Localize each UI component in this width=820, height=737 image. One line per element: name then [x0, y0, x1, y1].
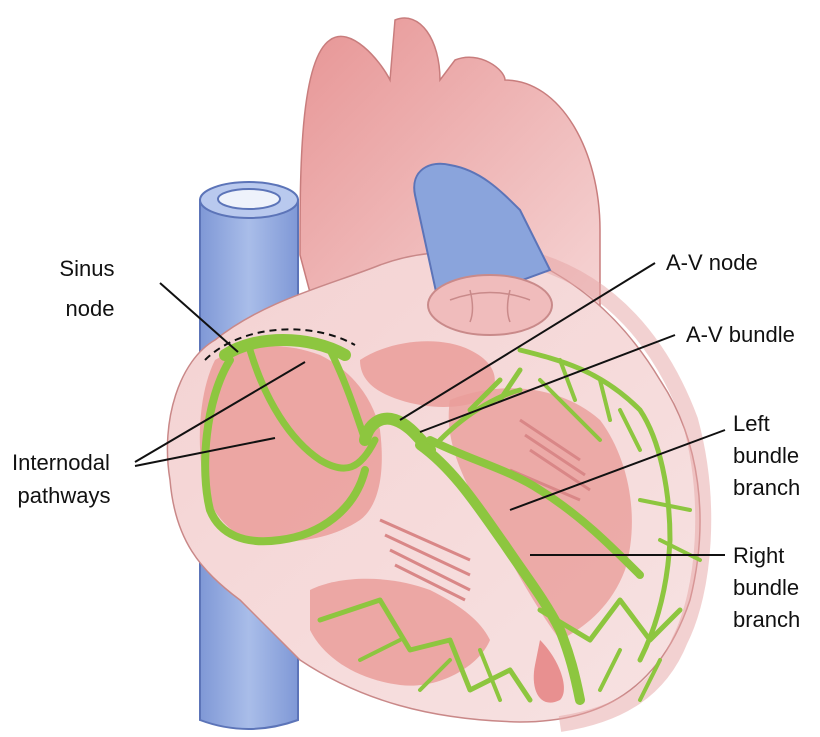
leader-lines	[134, 262, 726, 556]
left-atrium	[360, 341, 495, 407]
papillary-muscles	[379, 418, 591, 602]
leader-left-bundle	[509, 429, 726, 511]
labels: Sinus node Internodal pathways A-V node …	[12, 250, 805, 632]
pulmonary-artery	[413, 162, 553, 336]
sinus-node-outline	[204, 328, 356, 361]
label-right-bundle-branch: Right bundle branch	[733, 543, 805, 632]
conduction-system	[201, 334, 702, 705]
label-left-bundle-branch: Left bundle branch	[733, 411, 805, 500]
label-internodal-pathways: Internodal pathways	[12, 450, 116, 508]
right-atrium	[199, 345, 382, 542]
leader-av-node	[399, 262, 656, 421]
label-av-bundle: A-V bundle	[686, 322, 795, 347]
leader-av-bundle	[419, 334, 676, 433]
left-ventricle	[448, 388, 632, 703]
leader-sinus-node	[159, 282, 239, 353]
leader-internodal-1	[134, 361, 306, 463]
leader-internodal-2	[134, 437, 276, 467]
label-av-node: A-V node	[666, 250, 758, 275]
label-sinus-node: Sinus node	[59, 256, 120, 321]
